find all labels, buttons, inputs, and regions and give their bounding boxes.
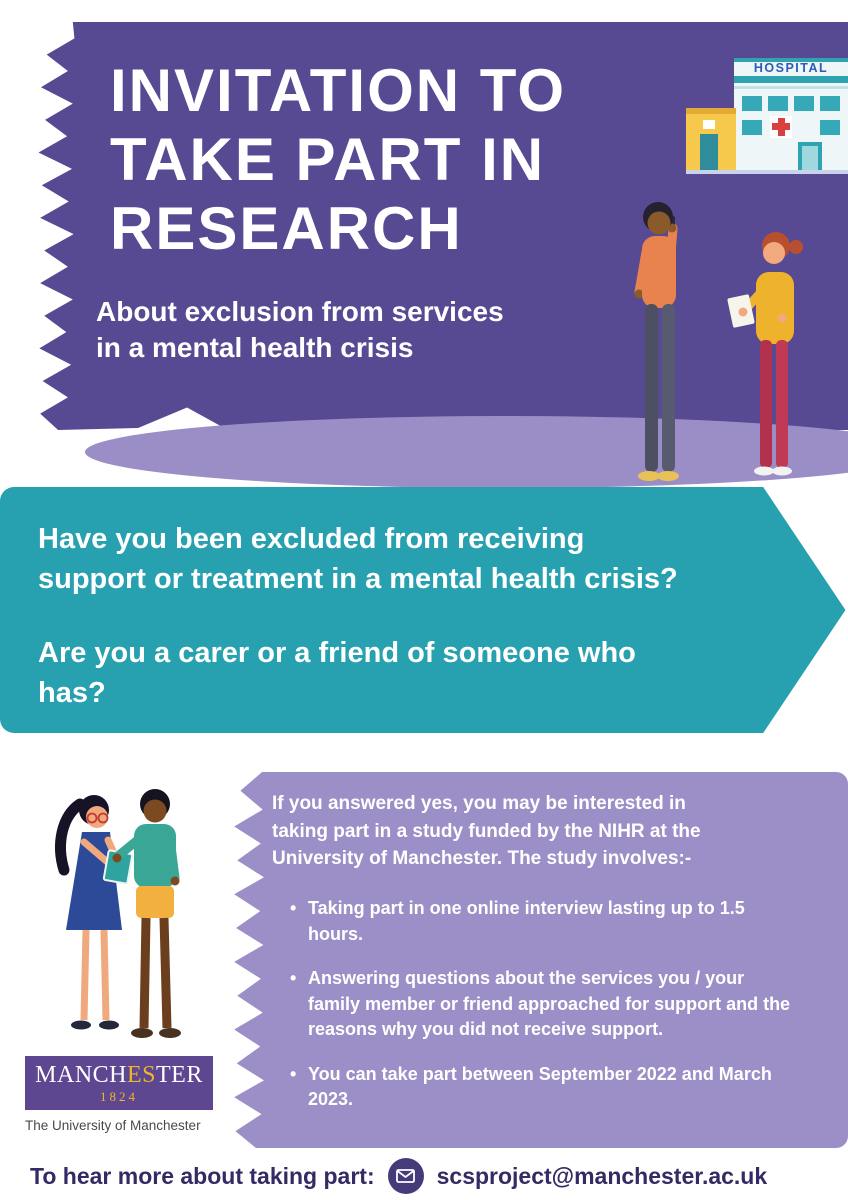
carers-illustration <box>55 789 181 1038</box>
manchester-logo: MANCHESTER 1824 The University of Manche… <box>25 1056 213 1133</box>
poster-subtitle: About exclusion from services in a menta… <box>96 294 504 367</box>
question-line: support or treatment in a mental health … <box>38 563 678 596</box>
question-line: Are you a carer or a friend of someone w… <box>38 637 636 670</box>
question-banner-text: Have you been excluded from receiving su… <box>0 487 845 713</box>
logo-word-segment: ES <box>127 1062 157 1088</box>
study-bullet: You can take part between September 2022… <box>290 1062 795 1113</box>
poster-title: INVITATION TO TAKE PART IN RESEARCH <box>110 56 566 263</box>
logo-word-segment: MANCH <box>35 1062 127 1088</box>
logo-caption: The University of Manchester <box>25 1118 201 1133</box>
title-line: RESEARCH <box>110 195 463 262</box>
contact-label: To hear more about taking part: <box>30 1162 375 1189</box>
contact-email: scsproject@manchester.ac.uk <box>436 1162 768 1189</box>
intro-line: taking part in a study funded by the NIH… <box>272 820 701 842</box>
question-line: has? <box>38 677 106 710</box>
logo-wordmark: MANCHESTER <box>35 1063 203 1087</box>
question-banner: Have you been excluded from receiving su… <box>0 487 846 733</box>
question-secondary: Are you a carer or a friend of someone w… <box>38 633 728 713</box>
contact-row: To hear more about taking part: scsproje… <box>30 1158 767 1194</box>
question-primary: Have you been excluded from receiving su… <box>38 519 728 599</box>
subtitle-line: in a mental health crisis <box>96 332 414 364</box>
logo-box: MANCHESTER 1824 <box>25 1056 213 1110</box>
ground-swoosh <box>85 416 848 488</box>
hospital-illustration <box>686 58 848 174</box>
logo-word-segment: TER <box>156 1062 203 1088</box>
study-bullet: Taking part in one online interview last… <box>290 896 795 947</box>
subtitle-line: About exclusion from services <box>96 296 504 327</box>
study-bullet: Answering questions about the services y… <box>290 966 795 1043</box>
hospital-sign-label: HOSPITAL <box>753 61 829 75</box>
study-intro: If you answered yes, you may be interest… <box>272 790 701 873</box>
hero-block: INVITATION TO TAKE PART IN RESEARCH Abou… <box>38 22 848 430</box>
logo-year: 1824 <box>100 1089 138 1104</box>
study-panel: If you answered yes, you may be interest… <box>234 772 848 1148</box>
study-bullet-list: Taking part in one online interview last… <box>290 896 795 1132</box>
intro-line: University of Manchester. The study invo… <box>272 848 692 870</box>
intro-line: If you answered yes, you may be interest… <box>272 793 686 814</box>
title-line: TAKE PART IN <box>110 126 546 193</box>
question-line: Have you been excluded from receiving <box>38 523 585 555</box>
people-talking-illustration <box>634 202 803 481</box>
title-line: INVITATION TO <box>110 57 566 124</box>
envelope-icon <box>387 1158 424 1194</box>
